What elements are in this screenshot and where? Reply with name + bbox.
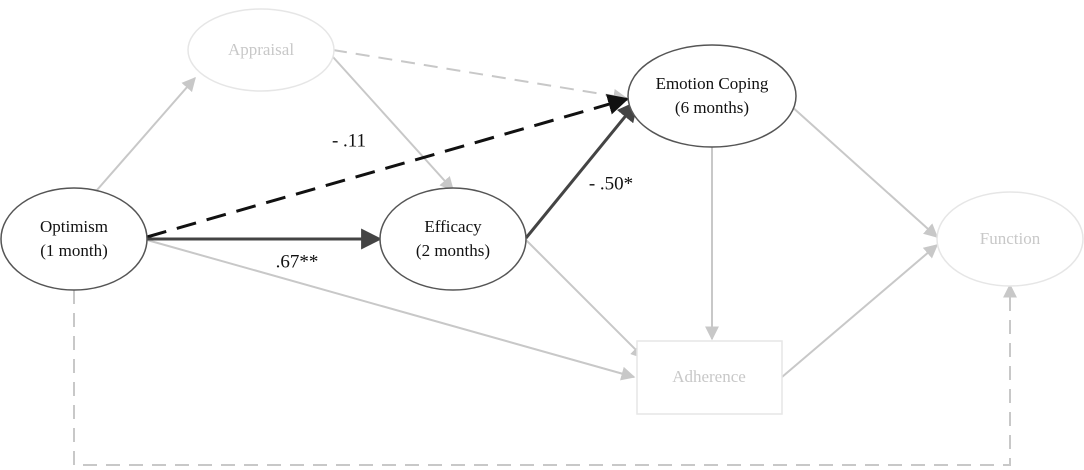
path-appraisal-to-efficacy <box>332 56 454 192</box>
coefficient-optimism-to-efficacy: .67** <box>276 251 319 272</box>
node-efficacy: Efficacy (2 months) <box>379 187 527 291</box>
coefficient-efficacy-to-emotion-coping: - .50* <box>589 173 633 194</box>
node-efficacy-sublabel: (2 months) <box>416 241 490 260</box>
node-emotion-coping-label: Emotion Coping <box>656 74 769 93</box>
node-efficacy-label: Efficacy <box>424 217 482 236</box>
node-optimism-sublabel: (1 month) <box>40 241 108 260</box>
node-emotion-coping: Emotion Coping (6 months) <box>627 44 797 148</box>
path-optimism-to-appraisal <box>96 76 196 191</box>
path-adherence-to-function <box>781 244 939 378</box>
path-optimism-to-function <box>73 283 1017 466</box>
node-emotion-coping-sublabel: (6 months) <box>675 98 749 117</box>
path-optimism-to-emotion-coping <box>146 94 630 239</box>
coefficient-optimism-to-emotion-coping: - .11 <box>332 130 366 151</box>
node-function-label: Function <box>980 229 1041 248</box>
node-appraisal-label: Appraisal <box>228 40 294 59</box>
node-optimism-label: Optimism <box>40 217 108 236</box>
node-appraisal: Appraisal <box>187 8 335 92</box>
path-appraisal-to-emotion-coping <box>332 49 628 103</box>
node-adherence-label: Adherence <box>672 367 746 386</box>
path-efficacy-to-emotion-coping <box>524 100 639 239</box>
path-emotion-coping-to-function <box>789 104 939 238</box>
path-efficacy-to-adherence <box>525 239 645 359</box>
node-optimism: Optimism (1 month) <box>0 187 148 291</box>
path-optimism-to-adherence <box>146 239 636 381</box>
node-function: Function <box>936 191 1084 287</box>
node-adherence: Adherence <box>636 340 783 415</box>
